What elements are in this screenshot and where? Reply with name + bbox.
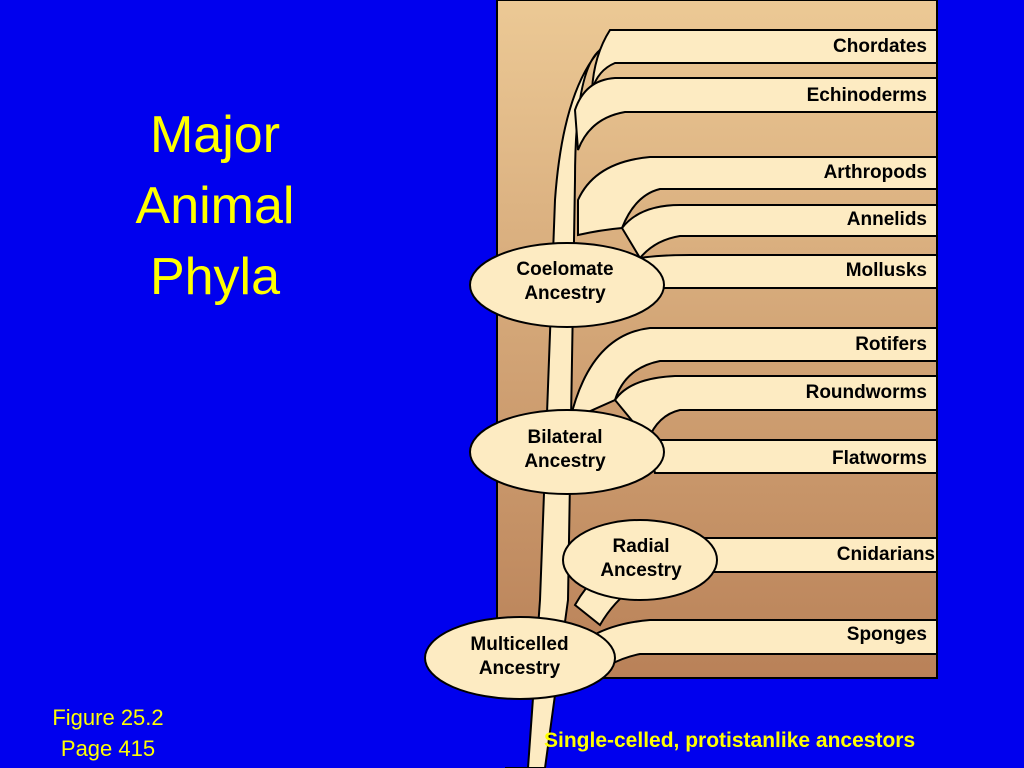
title-line-2: Animal <box>135 177 295 235</box>
title-line-3: Phyla <box>149 248 281 306</box>
coelomate-node <box>469 242 665 328</box>
multicelled-line-1: Multicelled <box>470 634 569 655</box>
phylum-label-sponges: Sponges <box>846 624 927 645</box>
bilateral-line-2: Ancestry <box>524 451 606 472</box>
bilateral-ancestry-label: Bilateral Ancestry <box>480 426 650 474</box>
base-ancestor-caption: Single-celled, protistanlike ancestors <box>544 729 916 752</box>
phylum-label-annelids: Annelids <box>846 209 927 230</box>
multicelled-ancestry-label: Multicelled Ancestry <box>432 633 607 681</box>
branch-echinoderms <box>573 77 938 151</box>
radial-node <box>562 519 718 601</box>
coelomate-line-2: Ancestry <box>524 283 606 304</box>
bilateral-node <box>469 409 665 495</box>
bilateral-line-1: Bilateral <box>527 427 603 448</box>
branch-arthropods <box>577 156 938 237</box>
figure-caption: Figure 25.2 Page 415 <box>18 702 198 764</box>
phylum-label-cnidarians: Cnidarians <box>836 544 935 565</box>
phylum-label-echinoderms: Echinoderms <box>806 85 927 106</box>
phylum-label-arthropods: Arthropods <box>823 162 927 183</box>
phylum-label-rotifers: Rotifers <box>855 334 927 355</box>
branch-annelids <box>620 204 938 260</box>
multicelled-line-2: Ancestry <box>478 658 561 679</box>
branch-mollusks <box>638 254 938 289</box>
figure-number: Figure 25.2 <box>52 705 164 730</box>
title-line-1: Major <box>149 106 281 164</box>
radial-ancestry-label: Radial Ancestry <box>566 535 716 583</box>
page-number: Page 415 <box>60 736 156 761</box>
phylum-label-chordates: Chordates <box>833 36 927 57</box>
phylum-label-roundworms: Roundworms <box>805 382 927 403</box>
phylum-label-flatworms: Flatworms <box>831 448 927 469</box>
multicelled-node <box>424 616 616 700</box>
node-ellipses <box>424 242 718 700</box>
coelomate-ancestry-label: Coelomate Ancestry <box>480 258 650 306</box>
radial-line-2: Ancestry <box>600 560 682 581</box>
branch-rotifers <box>568 327 938 422</box>
phylum-label-mollusks: Mollusks <box>845 260 927 281</box>
radial-line-1: Radial <box>612 536 670 557</box>
branch-roundworms <box>613 375 938 442</box>
slide-title: Major Animal Phyla <box>90 100 340 313</box>
coelomate-line-1: Coelomate <box>516 259 614 280</box>
